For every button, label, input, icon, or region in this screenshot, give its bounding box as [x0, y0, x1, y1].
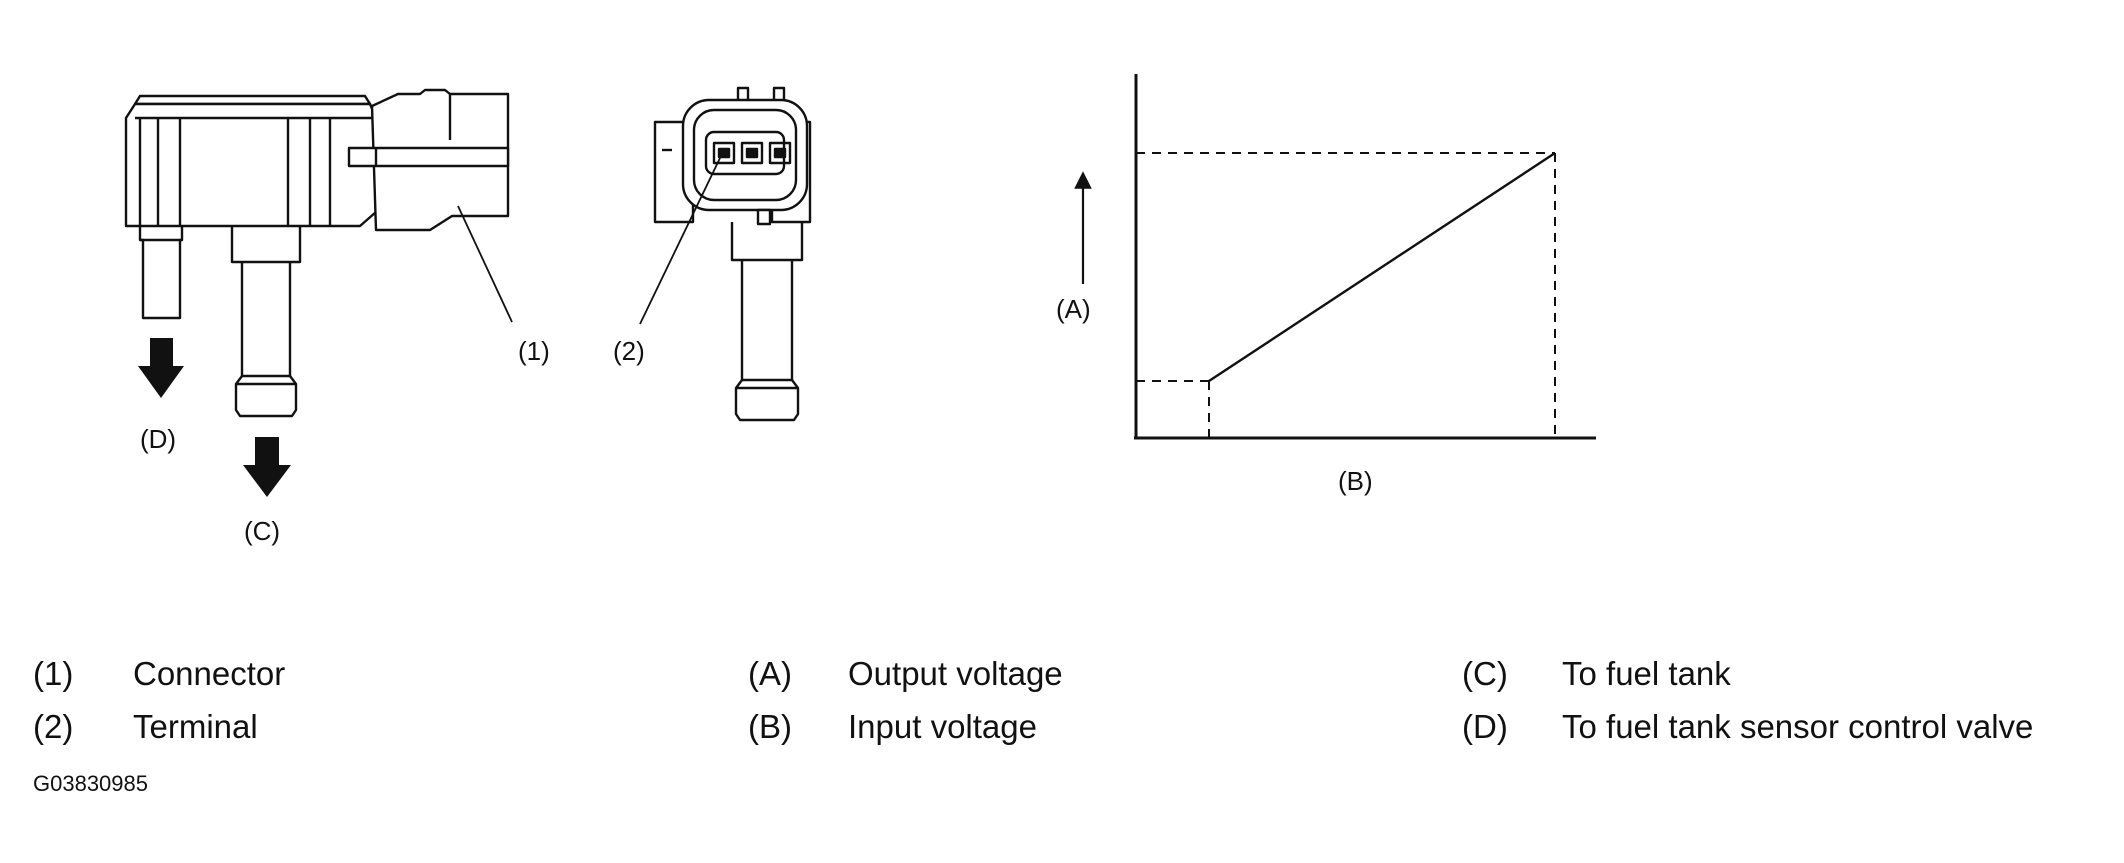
legend-text: Input voltage	[848, 708, 1037, 745]
legend-text: Terminal	[133, 708, 258, 745]
arrow-d-icon	[138, 338, 184, 398]
legend-code: (A)	[748, 655, 792, 692]
legend-code: (D)	[1462, 708, 1508, 745]
legend-code: (B)	[748, 708, 792, 745]
legend-code: (1)	[33, 655, 74, 692]
sensor-side-view	[124, 88, 510, 418]
legend-text: Output voltage	[848, 655, 1063, 692]
voltage-graph	[1074, 74, 1596, 440]
callout-terminal: (2)	[613, 336, 645, 366]
callout-fuel-tank-port: (C)	[244, 516, 280, 546]
arrow-c-icon	[243, 437, 291, 497]
legend-code: (C)	[1462, 655, 1508, 692]
graph-output-line	[1208, 151, 1556, 383]
callout-connector: (1)	[518, 336, 550, 366]
legend-text: Connector	[133, 655, 286, 692]
graph-y-axis-label: (A)	[1056, 294, 1091, 324]
sensor-front-view	[653, 86, 812, 422]
figure-id: G03830985	[33, 771, 148, 796]
graph-x-axis-label: (B)	[1338, 466, 1373, 496]
legend-text: To fuel tank sensor control valve	[1562, 708, 2034, 745]
connector-leader-line	[457, 205, 513, 323]
callout-control-valve-port: (D)	[140, 424, 176, 454]
legend-text: To fuel tank	[1562, 655, 1731, 692]
terminal-leader-line	[639, 157, 721, 325]
legend-code: (2)	[33, 708, 74, 745]
